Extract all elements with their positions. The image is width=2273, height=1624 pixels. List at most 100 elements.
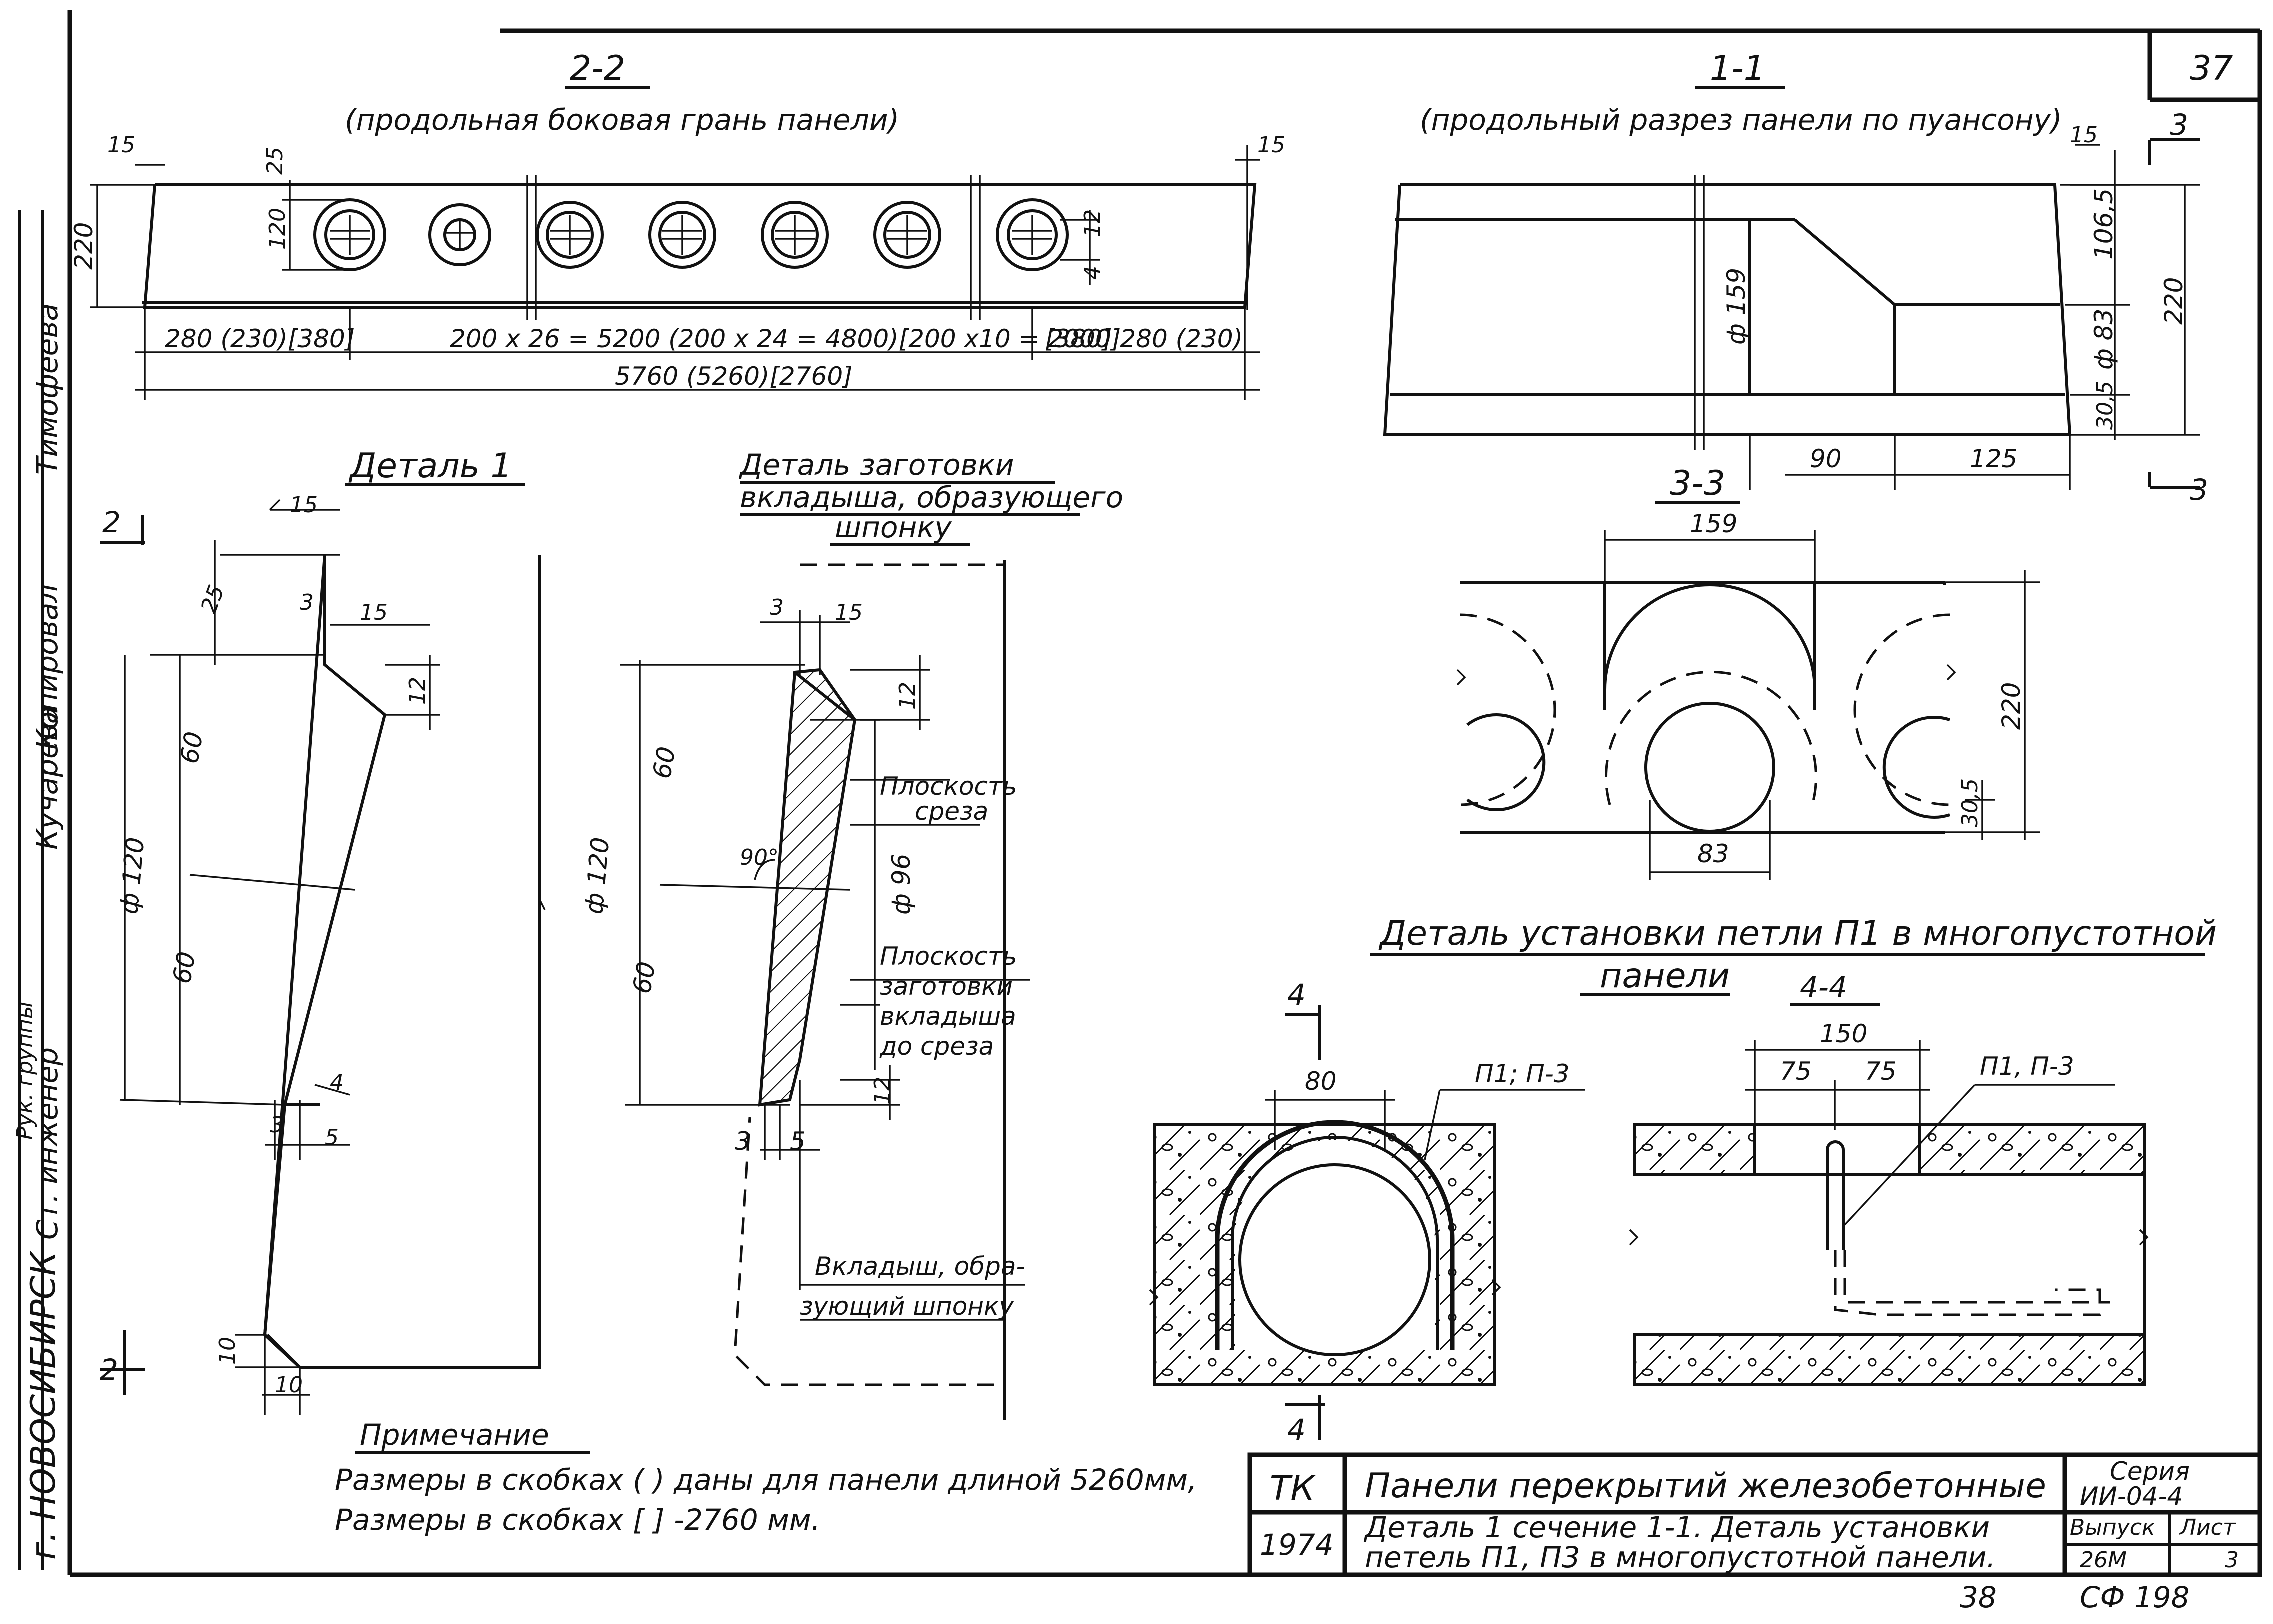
blank-plane-label-2: заготовки xyxy=(880,972,1013,1001)
dim-2-2-height: 220 xyxy=(70,222,98,270)
cut-mark-3-bottom: 3 xyxy=(2190,473,2208,507)
dim-1-1-w90: 90 xyxy=(1810,444,1842,473)
dim-1-1-d159: ф 159 xyxy=(1722,268,1751,345)
detail-loop: Деталь установки петли П1 в многопустотн… xyxy=(1149,914,2217,1447)
loop-dim-80: 80 xyxy=(1305,1067,1337,1096)
hole-3 xyxy=(536,201,604,269)
blank-dim-d120: ф 120 xyxy=(580,836,615,915)
note-title: Примечание xyxy=(360,1418,550,1452)
stamp-code: СФ 198 xyxy=(2080,1580,2190,1614)
dim-2-2-left-seg: 280 (230)[380] xyxy=(165,324,355,353)
blank-dim-5: 5 xyxy=(790,1127,806,1156)
hole-2 xyxy=(428,203,492,266)
detail-1-dim-3b: 3 xyxy=(270,1112,284,1138)
detail-1-dim-15-top: 15 xyxy=(290,492,318,518)
title-block-year: 1974 xyxy=(1260,1528,1334,1562)
detail-1-dim-12: 12 xyxy=(405,677,430,705)
blank-dim-3: 3 xyxy=(770,595,784,620)
title-block-desc-2: петель П1, П3 в многопустотной панели. xyxy=(1365,1540,1996,1574)
dim-2-2-right-seg: [380] 280 (230) xyxy=(1045,324,1243,353)
blank-dim-3b: 3 xyxy=(735,1127,751,1156)
detail-1-dim-10b: 10 xyxy=(275,1372,303,1398)
detail-1-dim-15: 15 xyxy=(360,600,388,625)
dim-2-2-mid-seg: 200 x 26 = 5200 (200 x 24 = 4800)[200 x1… xyxy=(450,324,1121,353)
note-line-1: Размеры в скобках ( ) даны для панели дл… xyxy=(335,1463,1198,1497)
side-stamp-city: г. НОВОСИБИРСК xyxy=(24,1250,64,1560)
dim-1-1-h220: 220 xyxy=(2160,277,2188,325)
blank-plane-label-1: Плоскость xyxy=(880,942,1018,971)
blank-dim-12a: 12 xyxy=(895,682,920,710)
side-stamp-name-2: Тимофеева xyxy=(30,303,64,475)
bottom-page-number: 38 xyxy=(1960,1580,1997,1614)
detail-loop-mark-bottom: 4 xyxy=(1288,1413,1306,1447)
detail-loop-section-title: 4-4 xyxy=(1800,970,1848,1004)
side-stamp-role-head: Рук. группы xyxy=(12,1002,38,1140)
detail-1-dim-60a: 60 xyxy=(175,729,209,766)
dim-2-2-small-a: 12 xyxy=(1080,209,1106,237)
dim-2-2-right-top: 15 xyxy=(1258,132,1286,158)
detail-1-mark-top: 2 xyxy=(102,505,121,539)
dim-1-1-h1065: 106,5 xyxy=(2090,188,2118,260)
dim-1-1-w125: 125 xyxy=(1970,444,2018,473)
detail-1-title: Деталь 1 xyxy=(348,446,512,486)
loop-dim-75b: 75 xyxy=(1865,1057,1897,1086)
cut-mark-3-top: 3 xyxy=(2170,108,2188,142)
detail-loop-title-2: панели xyxy=(1600,956,1730,996)
section-1-1: 1-1 (продольный разрез панели по пуансон… xyxy=(1383,49,2208,507)
dim-1-1-h305: 30,5 xyxy=(2092,381,2118,430)
insert-label-2: зующий шпонку xyxy=(800,1292,1014,1321)
detail-1-mark-bottom: 2 xyxy=(100,1353,118,1387)
hole-7 xyxy=(996,198,1069,271)
blank-dim-60a: 60 xyxy=(648,744,682,781)
title-block-code: ТК xyxy=(1270,1469,1316,1508)
detail-1-dim-60b: 60 xyxy=(168,949,202,986)
section-2-2: 2-2 (продольная боковая грань панели) xyxy=(70,49,1286,400)
dim-3-3-h220: 220 xyxy=(1997,682,2026,730)
section-2-2-title: 2-2 xyxy=(570,49,626,88)
loop-label-a: П1; П-3 xyxy=(1475,1059,1570,1088)
side-stamp: г. НОВОСИБИРСК Ст. инженер Рук. группы К… xyxy=(12,210,64,1570)
blank-dim-60b: 60 xyxy=(628,959,662,996)
section-2-2-subtitle: (продольная боковая грань панели) xyxy=(345,103,900,137)
blank-dim-12b: 12 xyxy=(870,1077,896,1105)
detail-1-dim-4: 4 xyxy=(330,1070,344,1095)
title-block-issue-label: Выпуск xyxy=(2070,1515,2156,1540)
loop-dim-150: 150 xyxy=(1820,1019,1868,1048)
title-block: ТК 1974 Панели перекрытий железобетонные… xyxy=(1248,1452,2262,1577)
blank-plane-label-3: вкладыша xyxy=(880,1002,1016,1031)
title-block-title: Панели перекрытий железобетонные xyxy=(1365,1466,2046,1506)
blank-dim-d96: ф 96 xyxy=(887,854,916,915)
cut-plane-label-2: среза xyxy=(915,797,988,826)
section-1-1-title: 1-1 xyxy=(1710,49,1766,88)
detail-1-dim-5: 5 xyxy=(325,1125,339,1150)
loop-label-b: П1, П-3 xyxy=(1980,1052,2074,1081)
detail-1-dim-25: 25 xyxy=(196,582,230,617)
side-stamp-role-copier: Копировал xyxy=(30,584,64,750)
dim-2-2-left-top: 15 xyxy=(108,132,136,158)
detail-1-dim-3: 3 xyxy=(300,590,314,615)
detail-loop-mark-top: 4 xyxy=(1288,978,1306,1012)
side-stamp-role-engineer: Ст. инженер xyxy=(30,1047,64,1240)
title-block-desc-1: Деталь 1 сечение 1-1. Деталь установки xyxy=(1364,1510,1990,1544)
detail-blank-title-3: шпонку xyxy=(835,510,952,544)
detail-1-dim-10a: 10 xyxy=(215,1337,240,1365)
dim-2-2-small-b: 4 xyxy=(1080,266,1106,280)
hole-5 xyxy=(761,201,829,269)
section-3-3: 3-3 159 83 220 30,5 xyxy=(1456,464,2040,880)
dim-3-3-w83: 83 xyxy=(1698,839,1730,868)
title-block-sheet-value: 3 xyxy=(2225,1547,2239,1573)
title-block-issue-value: 26М xyxy=(2080,1547,2127,1573)
dim-1-1-d83: ф 83 xyxy=(2090,309,2118,370)
side-stamp-name-1: Кучарева xyxy=(30,706,64,850)
blank-dim-angle: 90° xyxy=(740,845,779,870)
blank-plane-label-4: до среза xyxy=(880,1032,994,1061)
title-block-sheet-label: Лист xyxy=(2179,1515,2236,1540)
title-block-series-value: ИИ-04-4 xyxy=(2080,1482,2183,1511)
section-1-1-subtitle: (продольный разрез панели по пуансону) xyxy=(1420,103,2062,137)
hole-6 xyxy=(874,201,942,269)
cut-plane-label-1: Плоскость xyxy=(880,772,1018,801)
loop-dim-75a: 75 xyxy=(1780,1057,1812,1086)
note-line-2: Размеры в скобках [ ] -2760 мм. xyxy=(335,1503,820,1537)
insert-label-1: Вкладыш, обра- xyxy=(815,1252,1026,1281)
